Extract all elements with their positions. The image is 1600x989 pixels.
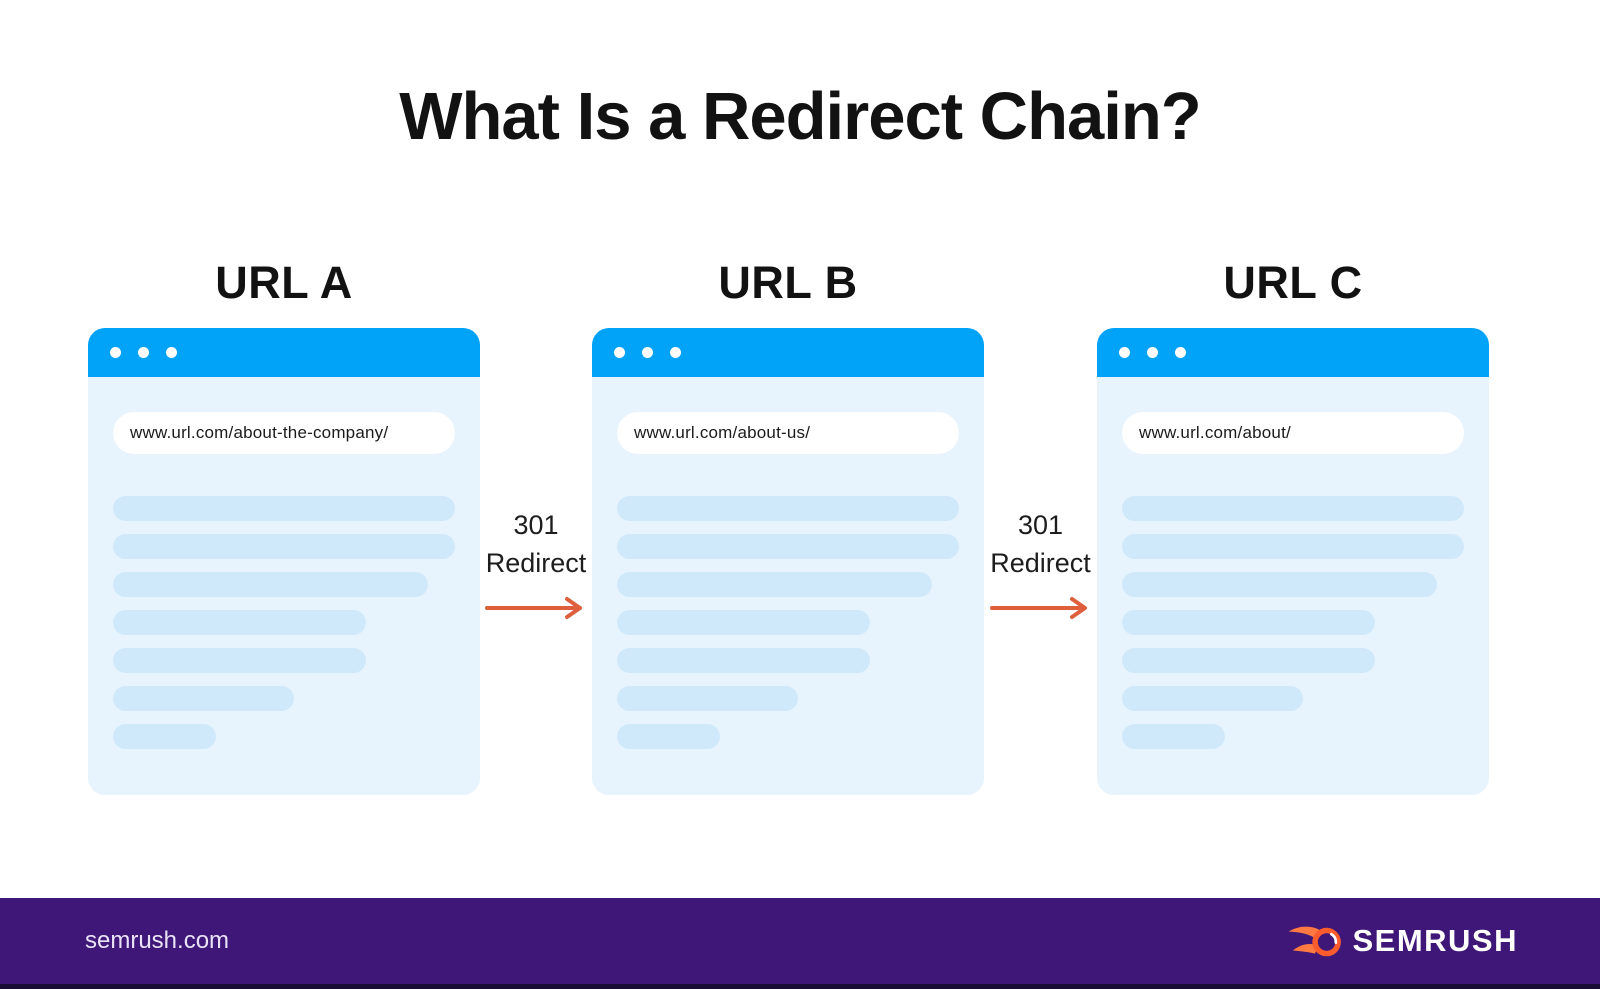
content-line-placeholder <box>617 648 871 673</box>
footer-bar: semrush.com SEMRUSH <box>0 898 1600 989</box>
browser-window-b: www.url.com/about-us/ <box>592 328 984 795</box>
semrush-flame-icon <box>1289 926 1342 957</box>
content-line-placeholder <box>113 724 216 749</box>
window-control-dot-icon <box>614 347 625 358</box>
window-control-dot-icon <box>166 347 177 358</box>
address-bar-a: www.url.com/about-the-company/ <box>113 412 455 454</box>
window-control-dot-icon <box>1175 347 1186 358</box>
window-control-dot-icon <box>1119 347 1130 358</box>
content-line-placeholder <box>617 496 959 521</box>
content-line-placeholder <box>113 686 295 711</box>
content-line-placeholder <box>617 610 871 635</box>
content-line-placeholder <box>113 534 455 559</box>
content-line-placeholder <box>617 724 720 749</box>
redirect-annotation-2: 301 Redirect <box>984 506 1097 625</box>
browser-window-a: www.url.com/about-the-company/ <box>88 328 480 795</box>
page-content-placeholder-c <box>1122 496 1464 749</box>
content-line-placeholder <box>113 572 428 597</box>
browser-titlebar-b <box>592 328 984 377</box>
content-line-placeholder <box>1122 686 1304 711</box>
content-line-placeholder <box>113 610 367 635</box>
page-title: What Is a Redirect Chain? <box>399 79 1201 154</box>
url-a-label: URL A <box>215 257 353 308</box>
redirect-code-text: 301 <box>1017 510 1064 540</box>
content-line-placeholder <box>1122 496 1464 521</box>
semrush-logo: SEMRUSH <box>1287 922 1518 960</box>
content-line-placeholder <box>1122 648 1376 673</box>
browser-window-c: www.url.com/about/ <box>1097 328 1489 795</box>
window-control-dot-icon <box>670 347 681 358</box>
content-line-placeholder <box>113 648 367 673</box>
footer-website-text: semrush.com <box>85 927 230 954</box>
redirect-code-text: 301 <box>513 510 559 540</box>
browser-column-c: URL C www.url.com/about/ <box>1097 256 1489 795</box>
content-line-placeholder <box>1122 534 1464 559</box>
content-line-placeholder <box>617 534 959 559</box>
browser-titlebar-a <box>88 328 480 377</box>
window-control-dot-icon <box>1147 347 1158 358</box>
content-line-placeholder <box>113 496 455 521</box>
footer-bottom-strip <box>0 984 1600 989</box>
url-c-label: URL C <box>1223 257 1363 308</box>
window-control-dot-icon <box>642 347 653 358</box>
window-control-dot-icon <box>138 347 149 358</box>
page-content-placeholder-b <box>617 496 959 749</box>
right-arrow-icon <box>485 597 582 619</box>
right-arrow-icon <box>989 597 1087 619</box>
content-line-placeholder <box>617 572 932 597</box>
content-line-placeholder <box>1122 724 1225 749</box>
redirect-label-text: Redirect <box>485 548 587 578</box>
content-line-placeholder <box>617 686 799 711</box>
browser-titlebar-c <box>1097 328 1489 377</box>
window-control-dot-icon <box>110 347 121 358</box>
browser-column-b: URL B www.url.com/about-us/ <box>592 256 984 795</box>
address-bar-b: www.url.com/about-us/ <box>617 412 959 454</box>
address-bar-c: www.url.com/about/ <box>1122 412 1464 454</box>
semrush-wordmark: SEMRUSH <box>1352 923 1518 958</box>
url-b-label: URL B <box>718 257 858 308</box>
content-line-placeholder <box>1122 572 1437 597</box>
redirect-label-text: Redirect <box>990 548 1091 578</box>
browser-column-a: URL A www.url.com/about-the-company/ <box>88 256 480 795</box>
redirect-annotation-1: 301 Redirect <box>480 506 592 625</box>
page-content-placeholder-a <box>113 496 455 749</box>
content-line-placeholder <box>1122 610 1376 635</box>
